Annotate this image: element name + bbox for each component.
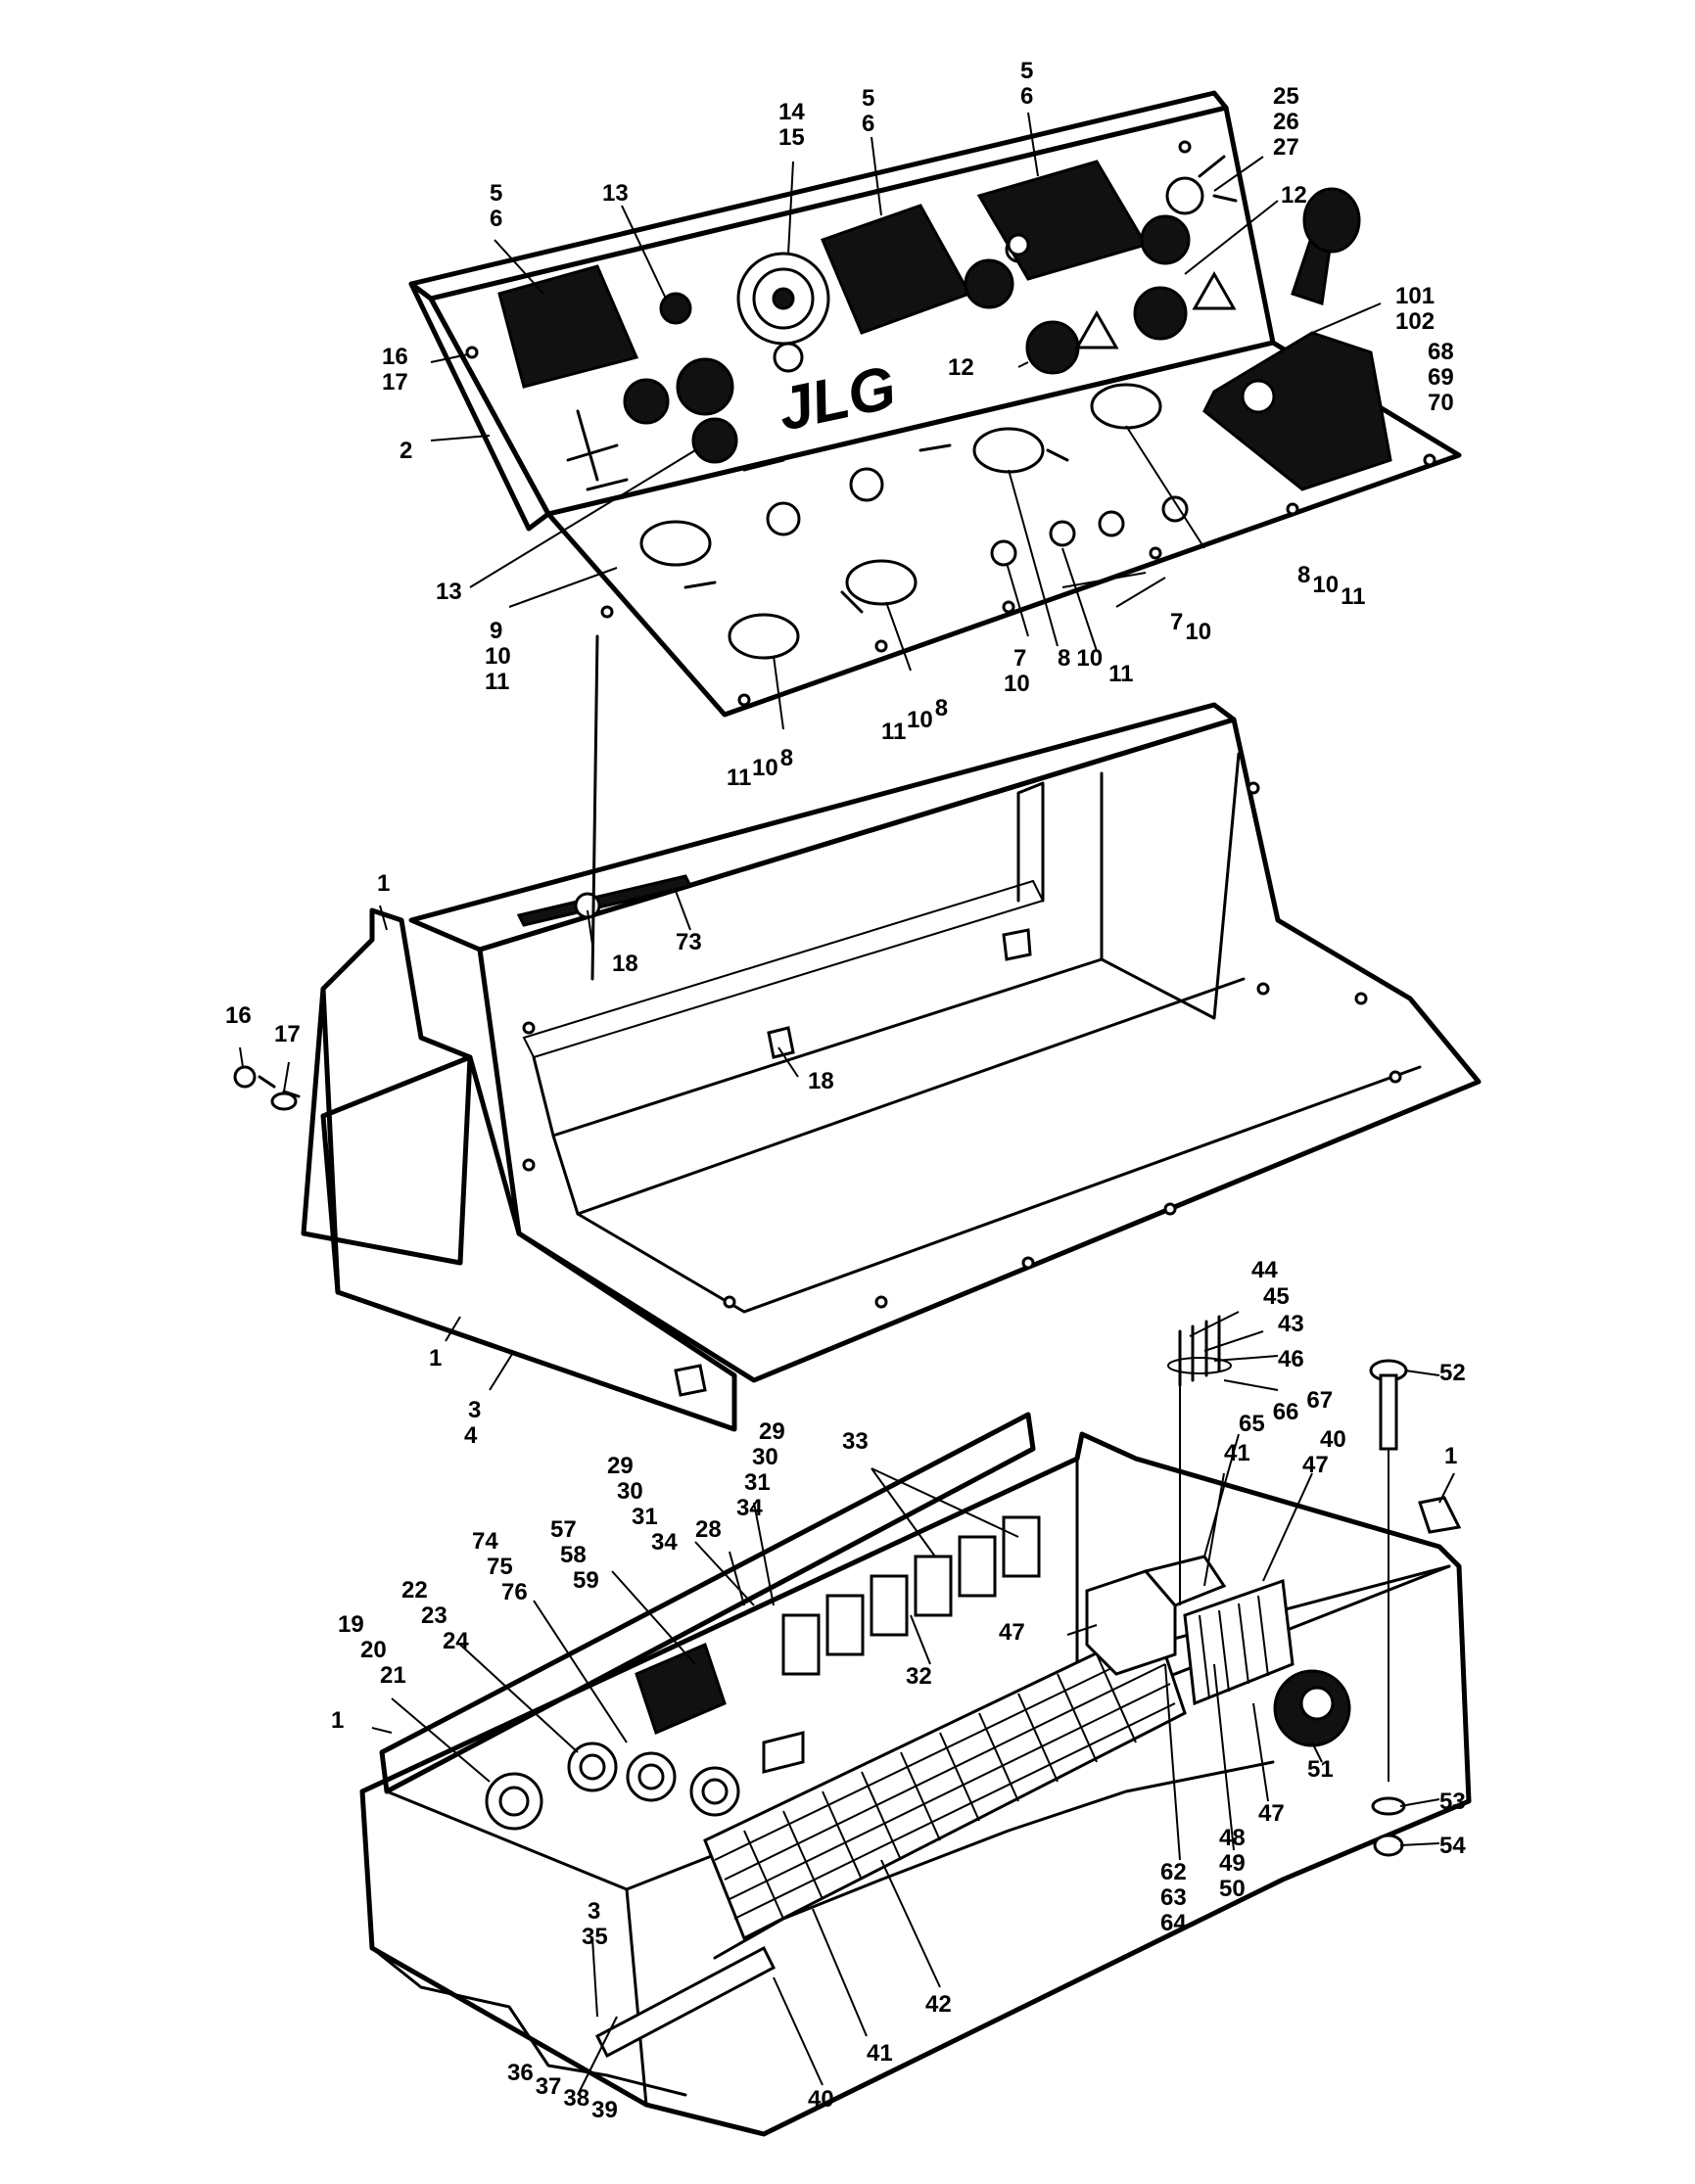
callout-12-right: 12 bbox=[1281, 182, 1307, 209]
junction-box-drawing bbox=[359, 1315, 1472, 2137]
callout-8-10-11-right: 81011 bbox=[1297, 562, 1365, 610]
callout-8-10-11-left: 11108 bbox=[727, 745, 793, 791]
callout-28: 28 bbox=[695, 1516, 722, 1543]
callout-44: 44 bbox=[1251, 1257, 1278, 1283]
callout-51: 51 bbox=[1307, 1756, 1334, 1783]
callout-17-side: 17 bbox=[274, 1021, 301, 1047]
callout-1-box: 1 bbox=[1444, 1443, 1457, 1469]
callout-43: 43 bbox=[1278, 1311, 1304, 1337]
callout-41-top: 41 bbox=[1224, 1440, 1250, 1466]
callout-52: 52 bbox=[1439, 1360, 1466, 1386]
callout-1-bottom-console: 1 bbox=[429, 1345, 442, 1371]
callout-32: 32 bbox=[906, 1663, 932, 1690]
callout-18-top: 18 bbox=[612, 951, 638, 977]
callout-8-10-11-mid: 11108 bbox=[881, 695, 948, 745]
callout-73: 73 bbox=[676, 929, 702, 955]
leader-lines bbox=[239, 112, 1455, 2096]
callout-46: 46 bbox=[1278, 1346, 1304, 1372]
callout-1-console: 1 bbox=[377, 870, 390, 897]
callout-13-top: 13 bbox=[602, 180, 629, 207]
console-housing-drawing bbox=[233, 634, 1482, 1432]
callout-2: 2 bbox=[400, 438, 412, 464]
callout-41-bottom: 41 bbox=[867, 2040, 893, 2067]
callout-47-mid: 47 bbox=[999, 1619, 1025, 1646]
callout-53: 53 bbox=[1439, 1789, 1466, 1815]
callout-16-side: 16 bbox=[225, 1002, 252, 1029]
callout-1-left-box: 1 bbox=[331, 1707, 344, 1734]
callout-47-bottom: 47 bbox=[1258, 1800, 1285, 1827]
callout-40-bottom: 40 bbox=[808, 2086, 834, 2113]
callout-42: 42 bbox=[925, 1991, 952, 2018]
callout-18-bottom: 18 bbox=[808, 1068, 834, 1094]
control-panel-drawing: JLG bbox=[408, 90, 1462, 718]
callout-7-10-right: 710 bbox=[1170, 609, 1211, 645]
callout-13-bottom: 13 bbox=[436, 579, 462, 605]
callout-45: 45 bbox=[1263, 1283, 1290, 1310]
callout-12-mid: 12 bbox=[948, 354, 974, 381]
callout-54: 54 bbox=[1439, 1833, 1466, 1859]
callout-33: 33 bbox=[842, 1428, 869, 1455]
callout-36-39: 36373839 bbox=[507, 2060, 618, 2123]
